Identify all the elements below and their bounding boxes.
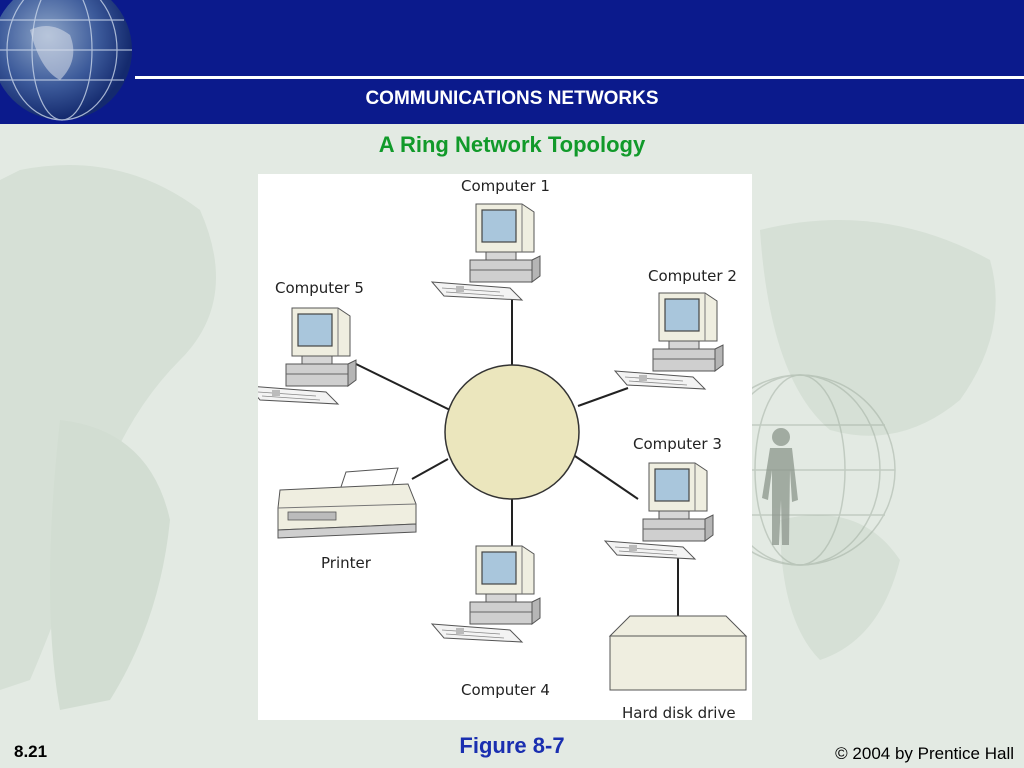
computer-1-label: Computer 1 (461, 177, 550, 195)
ring-topology-figure: Computer 1 Computer 2 Computer 3 Compute… (258, 174, 752, 720)
hard-disk-drive-label: Hard disk drive (622, 704, 736, 720)
header-bar (0, 0, 1024, 124)
slide-title: A Ring Network Topology (378, 132, 646, 157)
computer-4-label: Computer 4 (461, 681, 550, 699)
hard-disk-drive-icon (608, 615, 748, 691)
header-stripe (135, 76, 1024, 79)
computer-4-icon (431, 545, 541, 643)
ring-links (355, 294, 679, 616)
ring-hub (444, 364, 580, 500)
computer-5-label: Computer 5 (275, 279, 364, 297)
copyright-notice: © 2004 by Prentice Hall (835, 744, 1014, 763)
computer-5-icon (258, 307, 357, 405)
section-title: COMMUNICATIONS NETWORKS (365, 88, 659, 109)
computer-3-icon (604, 462, 714, 560)
figure-caption: Figure 8-7 (459, 733, 565, 758)
printer-label: Printer (321, 554, 372, 572)
ring-topology-diagram: Computer 1 Computer 2 Computer 3 Compute… (258, 177, 748, 720)
computer-1-icon (431, 203, 541, 301)
businessman-silhouette-icon (762, 428, 798, 545)
printer-icon (277, 467, 417, 539)
computer-2-label: Computer 2 (648, 267, 737, 285)
computer-2-icon (614, 292, 724, 390)
page-number: 8.21 (14, 742, 48, 761)
computer-3-label: Computer 3 (633, 435, 722, 453)
globe-logo-icon (0, 0, 132, 121)
